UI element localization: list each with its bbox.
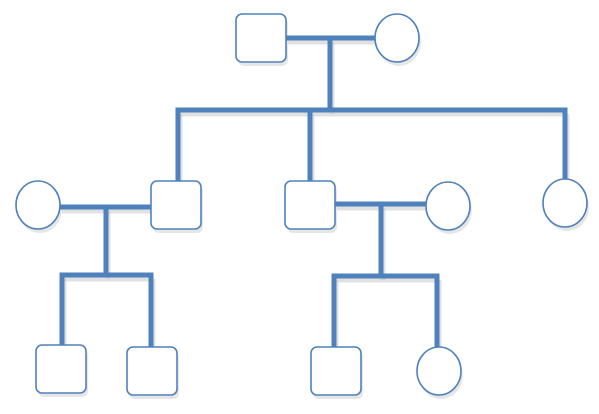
male-square [150, 180, 202, 230]
female-circle [425, 181, 471, 231]
female-circle [416, 346, 462, 396]
male-square [310, 346, 362, 396]
male-square [235, 13, 287, 63]
male-square [126, 346, 178, 396]
individual-layer [15, 13, 588, 396]
male-square [284, 180, 336, 230]
female-circle [15, 180, 61, 230]
connector-layer [57, 35, 568, 350]
female-circle [374, 13, 420, 63]
male-square [35, 344, 87, 394]
female-circle [542, 178, 588, 228]
